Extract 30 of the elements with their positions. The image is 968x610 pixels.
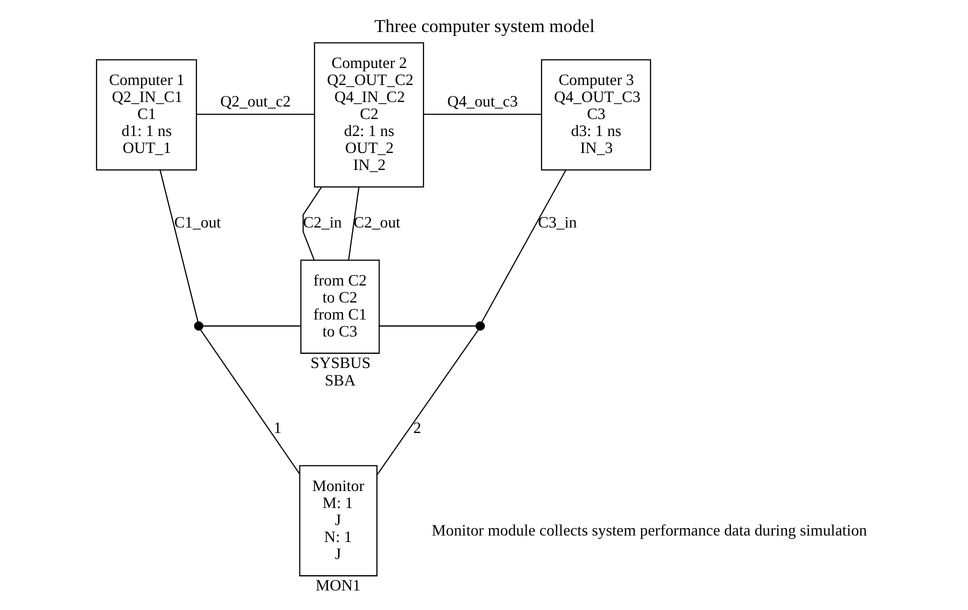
edge-label: C1_out (174, 214, 220, 232)
edge-label: C3_in (538, 214, 576, 232)
connector (480, 169, 566, 322)
connector (423, 114, 541, 115)
node-label: MON1 (315, 578, 360, 595)
edge-label: C2_in (302, 214, 342, 232)
edge-label: 1 (273, 420, 282, 437)
node-box: Computer 2 Q2_OUT_C2 Q4_IN_C2 C2 d2: 1 ns OUT_2 IN_2 (313, 42, 424, 188)
connector (196, 114, 314, 115)
node-label: SYSBUS (310, 355, 370, 372)
label: Monitor module collects system performance data during simulation (431, 522, 866, 540)
diagram-title: Three computer system model (374, 16, 594, 36)
connector (158, 169, 198, 322)
connector (200, 329, 300, 474)
edge-label: Q2_out_c2 (220, 94, 290, 111)
connector (202, 325, 300, 327)
edge-label: Q4_out_c3 (446, 94, 518, 111)
edge-label: 2 (412, 420, 421, 437)
connector (302, 186, 322, 260)
node-box: Monitor M: 1 J N: 1 J (298, 465, 377, 576)
edge-label: C2_out (353, 214, 400, 232)
node-box: Computer 1 Q2_IN_C1 C1 d1: 1 ns OUT_1 (95, 59, 196, 170)
node-circle (194, 321, 203, 331)
node-circle (475, 321, 484, 331)
node-box: Computer 3 Q4_OUT_C3 C3 d3: 1 ns IN_3 (540, 59, 651, 170)
connector (376, 329, 478, 475)
node-box: from C2 to C2 from C1 to C3 (300, 260, 380, 354)
node-label: SBA (324, 372, 356, 390)
connector (348, 186, 360, 260)
connector (378, 325, 476, 327)
